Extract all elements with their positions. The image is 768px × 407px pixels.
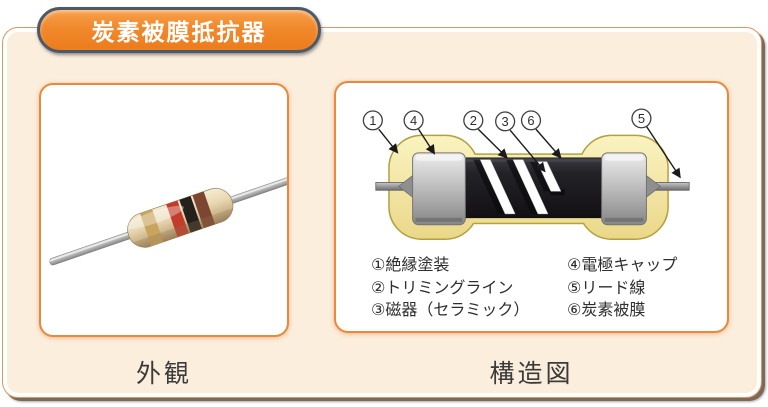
callout-5-number: 5	[638, 111, 645, 126]
body-shadow	[131, 207, 238, 252]
legend-column-left: ①絶縁塗装 ②トリミングライン ③磁器（セラミック）	[371, 255, 529, 323]
title-badge-label: 炭素被膜抵抗器	[91, 19, 267, 45]
callout-3-number: 3	[502, 114, 509, 129]
callout-4: 4	[403, 110, 424, 131]
electrode-cap-right	[601, 152, 647, 226]
callout-numbers: 1 4 2 3 6	[362, 108, 652, 132]
arrow-4	[417, 128, 436, 155]
callout-3: 3	[495, 111, 516, 132]
callout-6-number: 6	[527, 113, 534, 128]
legend-column-right: ④電極キャップ ⑤リード線 ⑥炭素被膜	[567, 255, 677, 323]
arrow-5	[645, 125, 681, 179]
trimming-line-1	[479, 159, 516, 215]
trimming-line-2	[512, 159, 549, 215]
callout-arrows	[378, 125, 681, 179]
legend-item-3: ③磁器（セラミック）	[371, 302, 530, 319]
arrow-1	[378, 128, 399, 154]
structure-diagram: 1 4 2 3 6	[362, 108, 690, 240]
legend-item-4: ④電極キャップ	[567, 257, 678, 274]
legend-item-5: ⑤リード線	[567, 279, 646, 297]
appearance-panel	[39, 83, 289, 337]
callout-5: 5	[631, 108, 652, 129]
structure-panel: 1 4 2 3 6	[334, 81, 729, 333]
arrow-6	[535, 128, 562, 159]
callout-1: 1	[362, 110, 383, 131]
appearance-caption: 外観	[135, 360, 192, 388]
structure-caption: 構造図	[489, 360, 574, 388]
arrow-2	[477, 128, 508, 159]
legend-item-6: ⑥炭素被膜	[567, 302, 646, 319]
title-badge: 炭素被膜抵抗器	[37, 7, 321, 53]
callout-1-number: 1	[369, 113, 376, 128]
trimming-lines	[479, 159, 562, 215]
callout-2: 2	[463, 110, 484, 131]
callout-4-number: 4	[410, 113, 417, 128]
band-brown	[192, 191, 216, 229]
band-black	[179, 195, 203, 234]
resistor-photo	[49, 177, 287, 266]
arrow-3	[509, 129, 546, 173]
body-highlight	[123, 205, 184, 230]
main-container: 1 4 2 3 6	[2, 27, 762, 398]
electrode-cap-left	[412, 152, 466, 226]
color-bands	[123, 191, 238, 252]
callout-2-number: 2	[470, 113, 477, 128]
legend-item-1: ①絶縁塗装	[371, 257, 450, 274]
band-red	[166, 200, 189, 238]
band-gold	[139, 208, 164, 247]
callout-6: 6	[520, 110, 542, 131]
legend-item-2: ②トリミングライン	[371, 279, 514, 297]
